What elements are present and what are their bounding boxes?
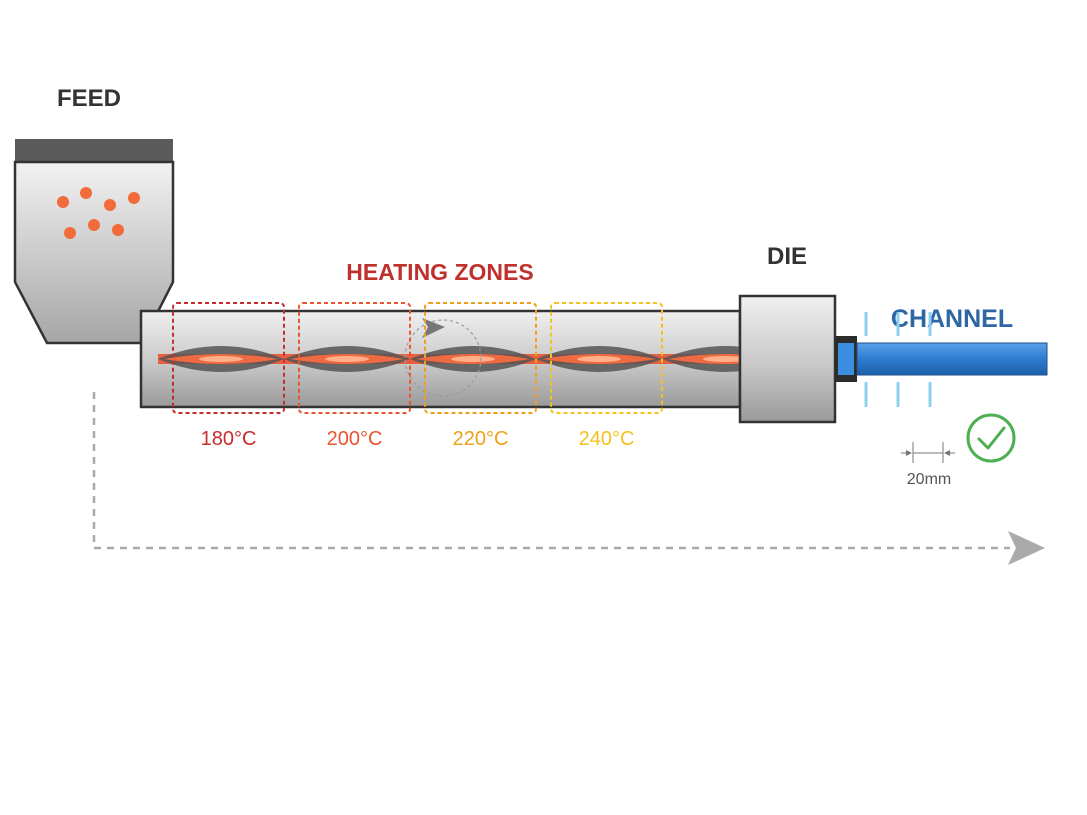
pellet: [64, 227, 76, 239]
heating-zones-title: HEATING ZONES: [346, 259, 533, 285]
screw-highlight: [325, 356, 369, 362]
pellet: [104, 199, 116, 211]
die-label: DIE: [767, 243, 807, 270]
zone-temp-label: 220°C: [453, 428, 509, 450]
cooling-marks: [864, 312, 932, 407]
heating-zone-2: [298, 302, 411, 414]
die: [738, 294, 837, 424]
screw-highlight: [703, 356, 747, 362]
screw-highlight: [199, 356, 243, 362]
dimension-marker: 20mm: [901, 442, 955, 488]
zone-temp-label: 200°C: [327, 428, 383, 450]
channel-label: CHANNEL: [891, 305, 1013, 333]
hopper-lid: [15, 139, 173, 162]
die-opening: [838, 343, 854, 375]
pellet: [80, 187, 92, 199]
rotation-arrow-icon: [404, 318, 482, 397]
feed-label: FEED: [57, 85, 121, 112]
heating-zone-4: [550, 302, 663, 414]
arrow-right-icon: [92, 392, 1045, 565]
pellet: [128, 192, 140, 204]
feed-pellets: [57, 187, 140, 239]
pellet: [112, 224, 124, 236]
zone-temp-label: 240°C: [579, 428, 635, 450]
pellet: [88, 219, 100, 231]
check-circle-icon: [966, 413, 1016, 463]
heating-zone-3: [424, 302, 537, 414]
hopper: [13, 139, 175, 345]
screw: [158, 346, 788, 372]
heating-zone-1: [172, 302, 285, 414]
dimension-label: 20mm: [907, 471, 951, 488]
screw-highlight: [451, 356, 495, 362]
pellet: [57, 196, 69, 208]
screw-highlight: [577, 356, 621, 362]
extruded-channel: [856, 342, 1048, 376]
zone-temp-label: 180°C: [201, 428, 257, 450]
